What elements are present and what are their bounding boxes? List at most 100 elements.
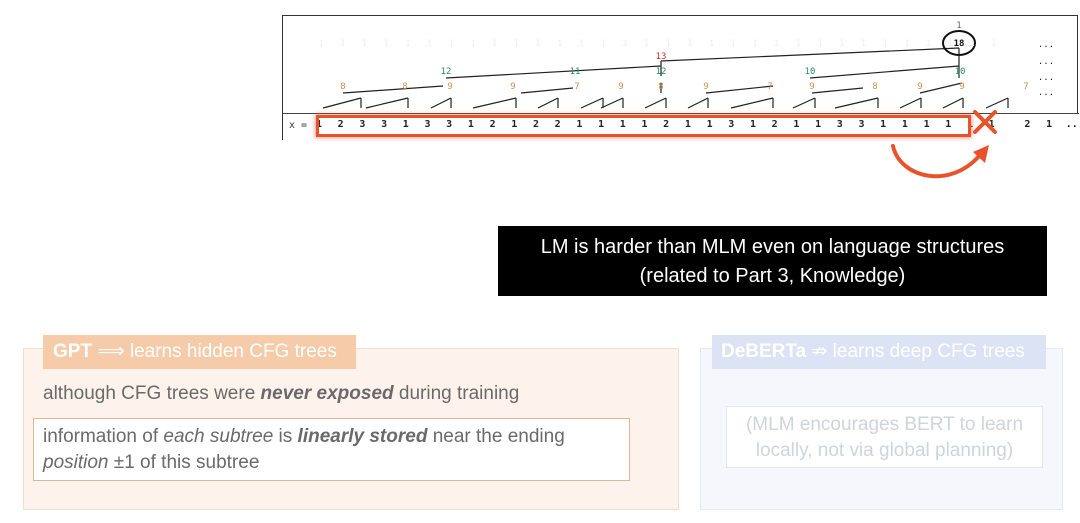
level2-edge [445,65,662,79]
leaf-bracket [730,97,774,109]
level3-edge [705,85,774,94]
sequence-token: 1 [1046,119,1053,130]
sequence-token: 3 [858,119,865,130]
root-label: 18 [954,39,965,49]
level3-edge [919,82,963,94]
deberta-panel-title: DeBERTa ⇏ learns deep CFG trees [712,335,1046,369]
faint-background-digit: 1 [904,39,909,49]
leaf-bracket [322,97,362,109]
leaf-bracket [600,97,624,109]
leaf-bracket [834,97,879,109]
sequence-token: 1 [641,119,648,130]
ellipsis-1: ... [1038,40,1054,50]
sequence-token: 2 [771,119,778,130]
sequence-token: 3 [728,119,735,130]
faint-background-digit: 1 [600,39,605,49]
gpt-finding-part: information of [43,426,164,447]
sequence-token: 1 [315,119,323,130]
callout-line-2: (related to Part 3, Knowledge) [639,265,906,287]
sequence-prefix: x = [289,120,308,131]
sequence-token: 1 [815,119,822,130]
sequence-token: 1 [793,119,800,130]
gpt-statement-emphasis: never exposed [260,383,394,404]
gpt-label: GPT [53,341,93,362]
deberta-title-text: ⇏ learns deep CFG trees [806,341,1025,362]
sequence-token: 1 [402,119,409,130]
level3-label: 9 [917,82,922,92]
level3-label: 9 [510,82,515,92]
faint-background-digit: 1 [579,39,584,49]
faint-background-digit: 1 [991,39,996,49]
gpt-statement-part: although CFG trees were [43,383,261,404]
level3-label: 9 [618,82,623,92]
deberta-finding-line-2: locally, not via global planning) [755,440,1014,461]
sequence-token: 2 [489,119,496,130]
leaf-bracket [580,97,604,109]
sequence-token: ... [1065,119,1080,130]
faint-background-digit: 1 [861,39,866,49]
sequence-token: 3 [836,119,843,130]
sequence-token: 1 [706,119,713,130]
ellipsis-3: ... [1038,73,1054,83]
gpt-finding-part: is [273,426,298,447]
faint-background-digit: 1 [340,39,345,49]
level3-label: 8 [402,82,407,92]
level2-label: 10 [805,67,816,77]
level3-label: 7 [1023,82,1028,92]
sequence-token: 1 [598,119,605,130]
gpt-statement-part: during training [393,383,520,404]
leaf-bracket [942,97,964,109]
faint-background-digit: 1 [817,39,822,49]
sequence-token: 2 [554,119,561,130]
top-label: 1 [956,21,961,31]
sequence-token: 1 [901,119,908,130]
faint-background-digit: 1 [622,39,627,49]
level2-label: 12 [656,67,667,77]
level3-label: 9 [703,82,708,92]
level3-label: 9 [809,82,814,92]
ellipsis-4: ... [1038,88,1054,98]
faint-background-digit: 1 [731,39,736,49]
faint-background-digit: 1 [687,39,692,49]
faint-background-digit: 1 [362,39,367,49]
level2-label: 11 [570,67,581,77]
faint-background-digit: 1 [709,39,714,49]
level3-label: 8 [872,82,877,92]
sequence-token: 1 [619,119,626,130]
curved-arrow-icon [891,144,989,179]
sequence-token: 3 [424,119,431,130]
level3-edge [342,85,444,94]
lm-vs-mlm-callout: LM is harder than MLM even on language s… [498,226,1047,296]
ellipsis-2: ... [1038,57,1054,67]
deberta-label: DeBERTa [721,341,807,362]
faint-background-digit: 1 [318,39,323,49]
faint-background-digit: 1 [969,39,974,49]
sequence-token: 2 [663,119,670,130]
faint-background-digit: 1 [665,39,670,49]
leaf-bracket [899,97,922,109]
faint-background-digit: 1 [644,39,649,49]
sequence-token: 1 [576,119,583,130]
gpt-statement: although CFG trees were never exposed du… [43,383,519,405]
gpt-finding-part: near the ending [427,426,565,447]
faint-background-digit: 1 [492,39,497,49]
faint-background-digit: 1 [448,39,453,49]
level3-label: 8 [658,82,663,92]
faint-background-digit: 1 [752,39,757,49]
level3-label: 7 [767,82,772,92]
level3-label: 8 [340,82,345,92]
level2-label: 10 [955,67,966,77]
faint-background-digit: 1 [514,39,519,49]
faint-background-digit: 1 [405,39,410,49]
sequence-token: 3 [381,119,388,130]
leaf-bracket [687,97,709,109]
sequence-token: 1 [880,119,887,130]
faint-background-digit: 1 [535,39,540,49]
sequence-token: 1 [988,119,995,130]
level2-edge [809,65,960,79]
level3-label: 9 [959,82,964,92]
sequence-token: 1 [945,119,952,130]
leaf-bracket [985,97,1009,109]
sequence-token: 3 [446,119,453,130]
